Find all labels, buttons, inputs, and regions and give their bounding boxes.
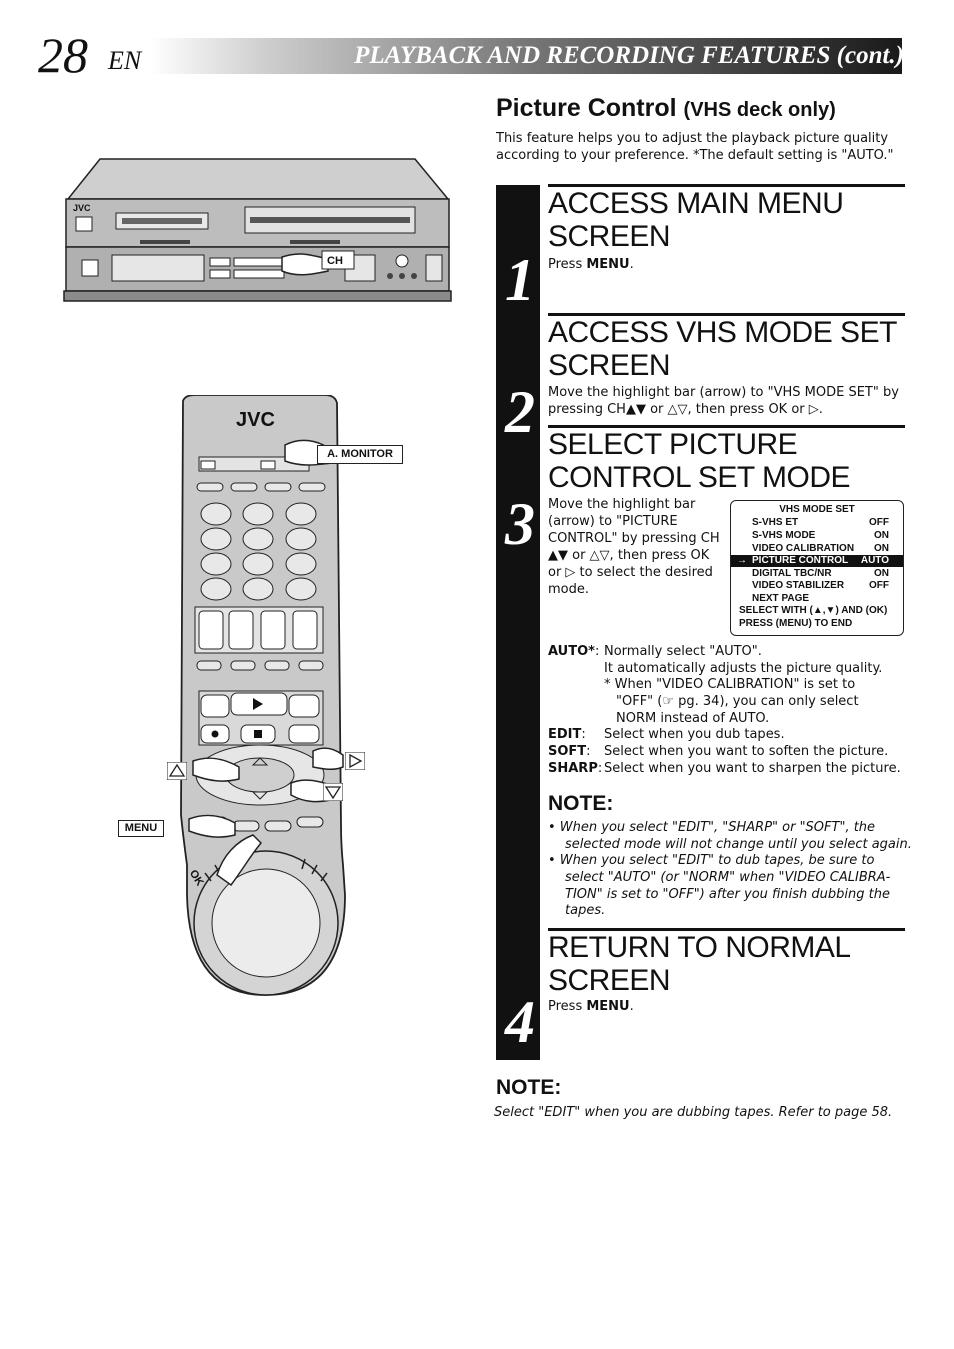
step-4-rule bbox=[548, 928, 905, 931]
note-1-line: • When you select "EDIT", "SHARP" or "SO… bbox=[548, 820, 876, 835]
mode-soft-text: Select when you want to soften the pictu… bbox=[604, 744, 889, 759]
step-3-text: Move the highlight bar (arrow) to "PICTU… bbox=[548, 497, 720, 597]
step-3-title: SELECT PICTURE CONTROL SET MODE bbox=[548, 428, 851, 494]
step-2-number: 2 bbox=[505, 379, 535, 445]
step-1-number: 1 bbox=[505, 247, 535, 313]
step-4-text: Press MENU. bbox=[548, 999, 634, 1014]
step-4-number: 4 bbox=[505, 989, 535, 1055]
note-1-line: • When you select "EDIT" to dub tapes, b… bbox=[548, 853, 875, 868]
mode-auto-line-3: * When "VIDEO CALIBRATION" is set to bbox=[604, 677, 856, 692]
deck-ch-label: CH bbox=[327, 255, 343, 267]
mode-auto-line-4: "OFF" (☞ pg. 34), you can only select bbox=[616, 694, 859, 709]
note-1-line: select "AUTO" (or "NORM" when "VIDEO CAL… bbox=[565, 870, 891, 885]
menu-title: VHS MODE SET bbox=[779, 504, 855, 515]
step-2-text: Move the highlight bar (arrow) to "VHS M… bbox=[548, 385, 899, 417]
step-bar bbox=[496, 185, 540, 1060]
highlight-arrow-icon: → bbox=[737, 555, 747, 566]
mode-sharp-text: Select when you want to sharpen the pict… bbox=[604, 761, 901, 776]
note-1-line: tapes. bbox=[565, 903, 606, 918]
remote-brand-logo: JVC bbox=[236, 409, 275, 431]
note-2-heading: NOTE: bbox=[496, 1076, 562, 1099]
menu-footer-1: SELECT WITH (▲,▼) AND (OK) bbox=[739, 605, 888, 616]
mode-sharp-label: SHARP: bbox=[548, 761, 603, 776]
mode-auto-label: AUTO*: bbox=[548, 644, 600, 659]
mode-auto-line-2: It automatically adjusts the picture qua… bbox=[604, 661, 883, 676]
step-3-number: 3 bbox=[505, 491, 535, 557]
deck-brand-logo: JVC bbox=[73, 203, 91, 213]
section-subtitle: (VHS deck only) bbox=[683, 99, 836, 121]
header-title: PLAYBACK AND RECORDING FEATURES (cont.) bbox=[354, 42, 904, 69]
step-3-rule bbox=[548, 425, 905, 428]
mode-auto-line-5: NORM instead of AUTO. bbox=[616, 711, 770, 726]
note-1-line: TION" is set to "OFF") after you finish … bbox=[565, 887, 890, 902]
step-1-title: ACCESS MAIN MENU SCREEN bbox=[548, 187, 844, 253]
remote-control-illustration bbox=[180, 395, 346, 996]
step-1-rule bbox=[548, 184, 905, 187]
triangle-up-callout-icon bbox=[167, 762, 187, 780]
vcr-deck-illustration bbox=[63, 158, 452, 302]
step-4-title: RETURN TO NORMAL SCREEN bbox=[548, 931, 850, 997]
note-2-text: Select "EDIT" when you are dubbing tapes… bbox=[494, 1105, 893, 1120]
mode-soft-label: SOFT: bbox=[548, 744, 591, 759]
mode-edit-text: Select when you dub tapes. bbox=[604, 727, 785, 742]
triangle-right-callout-icon bbox=[345, 752, 365, 770]
step-1-text: Press MENU. bbox=[548, 257, 634, 272]
step-2-title: ACCESS VHS MODE SET SCREEN bbox=[548, 316, 897, 382]
triangle-down-callout-icon bbox=[323, 783, 343, 801]
page-number: 28 bbox=[38, 27, 88, 83]
header-bar bbox=[150, 38, 902, 74]
section-title: Picture Control (VHS deck only) bbox=[496, 92, 836, 126]
page-language: EN bbox=[108, 46, 142, 75]
intro-text: This feature helps you to adjust the pla… bbox=[496, 131, 894, 163]
section-title-text: Picture Control bbox=[496, 94, 677, 122]
note-1-line: selected mode will not change until you … bbox=[565, 837, 912, 852]
menu-footer-2: PRESS (MENU) TO END bbox=[739, 618, 853, 629]
step-2-rule bbox=[548, 313, 905, 316]
note-1-heading: NOTE: bbox=[548, 792, 614, 815]
mode-auto-line-1: Normally select "AUTO". bbox=[604, 644, 762, 659]
menu-callout: MENU bbox=[118, 820, 164, 837]
menu-row: NEXT PAGE bbox=[752, 593, 810, 604]
mode-edit-label: EDIT: bbox=[548, 727, 586, 742]
a-monitor-callout: A. MONITOR bbox=[317, 445, 403, 464]
